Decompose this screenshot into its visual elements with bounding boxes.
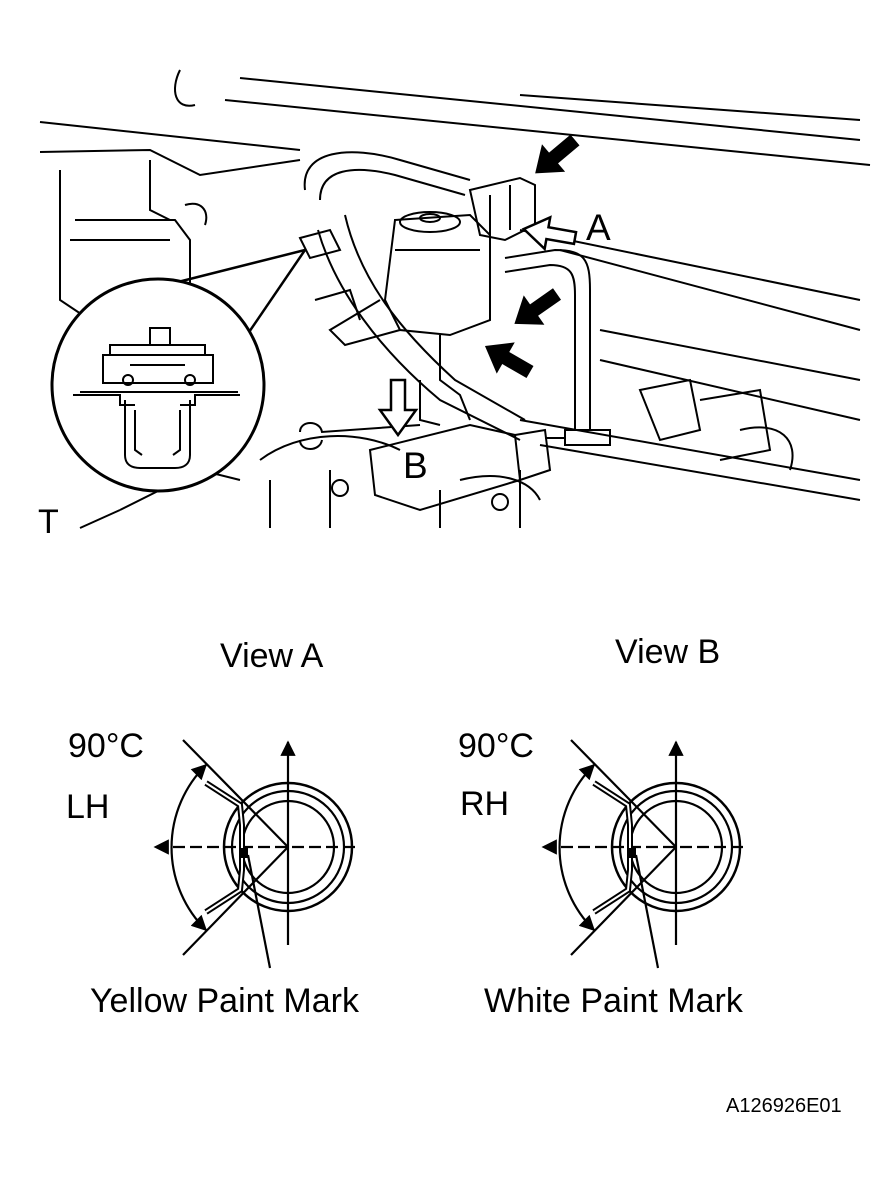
clip-detail-magnifier xyxy=(50,248,307,493)
view-a-diagram: View A 90°C LH Yellow Paint Mark xyxy=(66,637,360,1020)
yellow-paint-mark xyxy=(240,848,248,858)
view-b-title: View B xyxy=(615,633,720,671)
pointer-arrow-icon xyxy=(484,134,580,379)
figure-id: A126926E01 xyxy=(726,1095,842,1117)
view-a-side: LH xyxy=(66,788,109,826)
view-a-paint-mark-label: Yellow Paint Mark xyxy=(90,982,360,1020)
view-a-title: View A xyxy=(220,637,324,675)
view-b-side: RH xyxy=(460,785,509,823)
view-b-paint-mark-label: White Paint Mark xyxy=(484,982,744,1020)
view-a-angle: 90°C xyxy=(68,727,144,765)
white-paint-mark xyxy=(628,848,636,858)
view-a-callout: A xyxy=(586,207,611,248)
corner-mark: T xyxy=(38,503,59,541)
engine-bay-illustration xyxy=(39,69,871,529)
view-b-callout: B xyxy=(403,445,428,486)
view-b-angle: 90°C xyxy=(458,727,534,765)
view-b-diagram: View B 90°C RH White Paint Mark xyxy=(458,633,744,1020)
hollow-view-arrow-icon xyxy=(377,215,578,438)
